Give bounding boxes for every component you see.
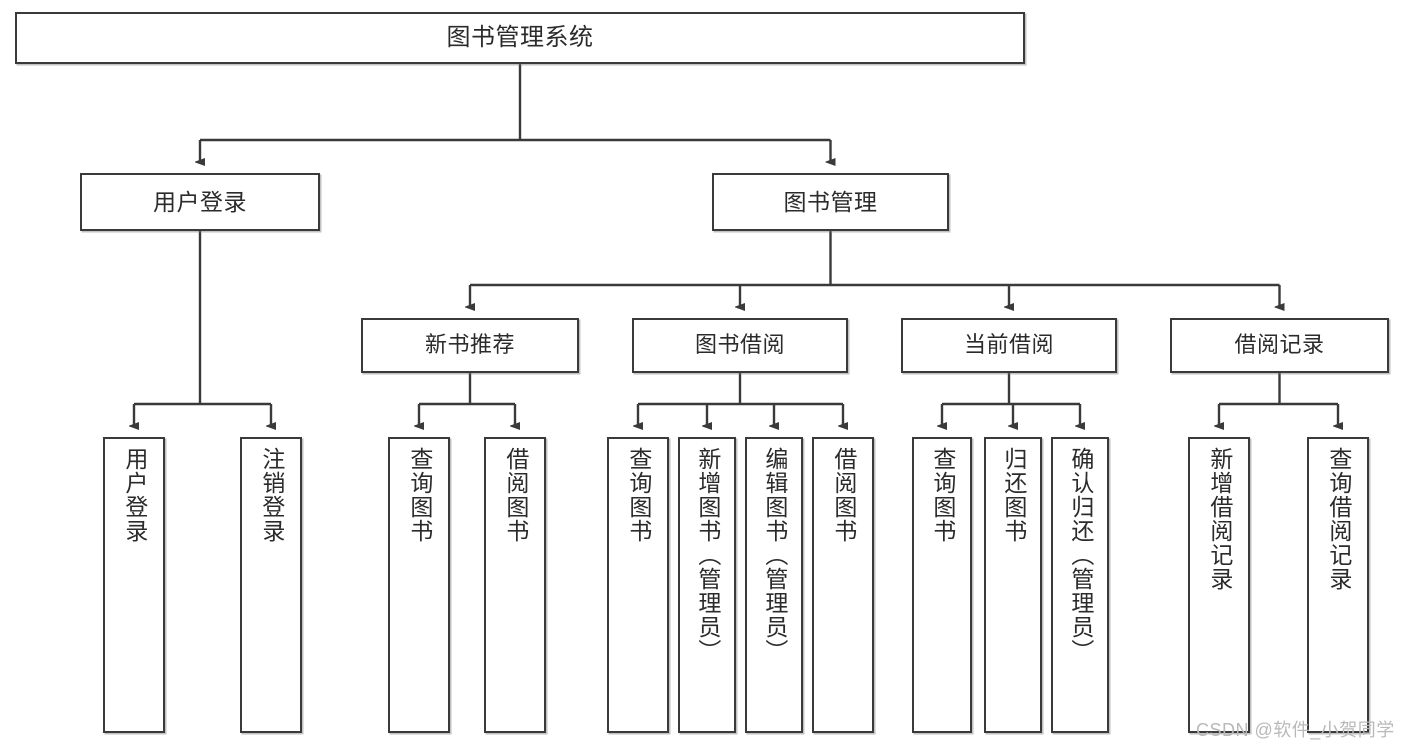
node-leaf-query-book-1[interactable]: 查询图书 — [388, 437, 450, 733]
node-leaf-edit-book[interactable]: 编辑图书（管理员） — [745, 437, 803, 733]
node-leaf-borrow-book-1[interactable]: 借阅图书 — [484, 437, 546, 733]
node-leaf-add-book[interactable]: 新增图书（管理员） — [678, 437, 736, 733]
node-leaf-user-login-label: 用户登录 — [121, 447, 148, 543]
node-leaf-query-book-1-label: 查询图书 — [406, 447, 433, 543]
node-leaf-query-book-2[interactable]: 查询图书 — [607, 437, 669, 733]
node-leaf-borrow-book-2-label: 借阅图书 — [830, 447, 857, 543]
node-leaf-add-book-label: 新增图书（管理员） — [694, 447, 721, 663]
node-leaf-borrow-book-2[interactable]: 借阅图书 — [812, 437, 874, 733]
node-leaf-confirm-return[interactable]: 确认归还（管理员） — [1051, 437, 1109, 733]
node-book-manage[interactable]: 图书管理 — [712, 173, 949, 231]
node-user-login-label: 用户登录 — [153, 188, 247, 215]
node-leaf-edit-book-label: 编辑图书（管理员） — [761, 447, 788, 663]
node-leaf-add-record-label: 新增借阅记录 — [1206, 447, 1233, 591]
node-leaf-query-record-label: 查询借阅记录 — [1325, 447, 1352, 591]
node-leaf-query-record[interactable]: 查询借阅记录 — [1307, 437, 1369, 733]
node-leaf-user-logout[interactable]: 注销登录 — [240, 437, 302, 733]
node-root[interactable]: 图书管理系统 — [15, 12, 1025, 64]
node-new-book-rec-label: 新书推荐 — [424, 332, 515, 358]
node-leaf-user-logout-label: 注销登录 — [258, 447, 285, 543]
node-borrow-record-label: 借阅记录 — [1234, 332, 1325, 358]
node-book-borrow[interactable]: 图书借阅 — [632, 318, 848, 373]
node-leaf-confirm-return-label: 确认归还（管理员） — [1067, 447, 1094, 663]
node-current-borrow-label: 当前借阅 — [963, 332, 1054, 358]
node-leaf-return-book[interactable]: 归还图书 — [984, 437, 1042, 733]
node-leaf-add-record[interactable]: 新增借阅记录 — [1188, 437, 1250, 733]
node-root-label: 图书管理系统 — [446, 24, 594, 52]
node-book-borrow-label: 图书借阅 — [694, 332, 785, 358]
node-current-borrow[interactable]: 当前借阅 — [901, 318, 1117, 373]
node-user-login[interactable]: 用户登录 — [80, 173, 320, 231]
node-leaf-query-book-3[interactable]: 查询图书 — [912, 437, 972, 733]
node-borrow-record[interactable]: 借阅记录 — [1170, 318, 1389, 373]
node-leaf-borrow-book-1-label: 借阅图书 — [502, 447, 529, 543]
node-leaf-query-book-3-label: 查询图书 — [929, 447, 956, 543]
node-book-manage-label: 图书管理 — [783, 188, 878, 215]
node-leaf-query-book-2-label: 查询图书 — [625, 447, 652, 543]
node-leaf-return-book-label: 归还图书 — [1000, 447, 1027, 543]
node-new-book-rec[interactable]: 新书推荐 — [361, 318, 579, 373]
node-leaf-user-login[interactable]: 用户登录 — [103, 437, 165, 733]
